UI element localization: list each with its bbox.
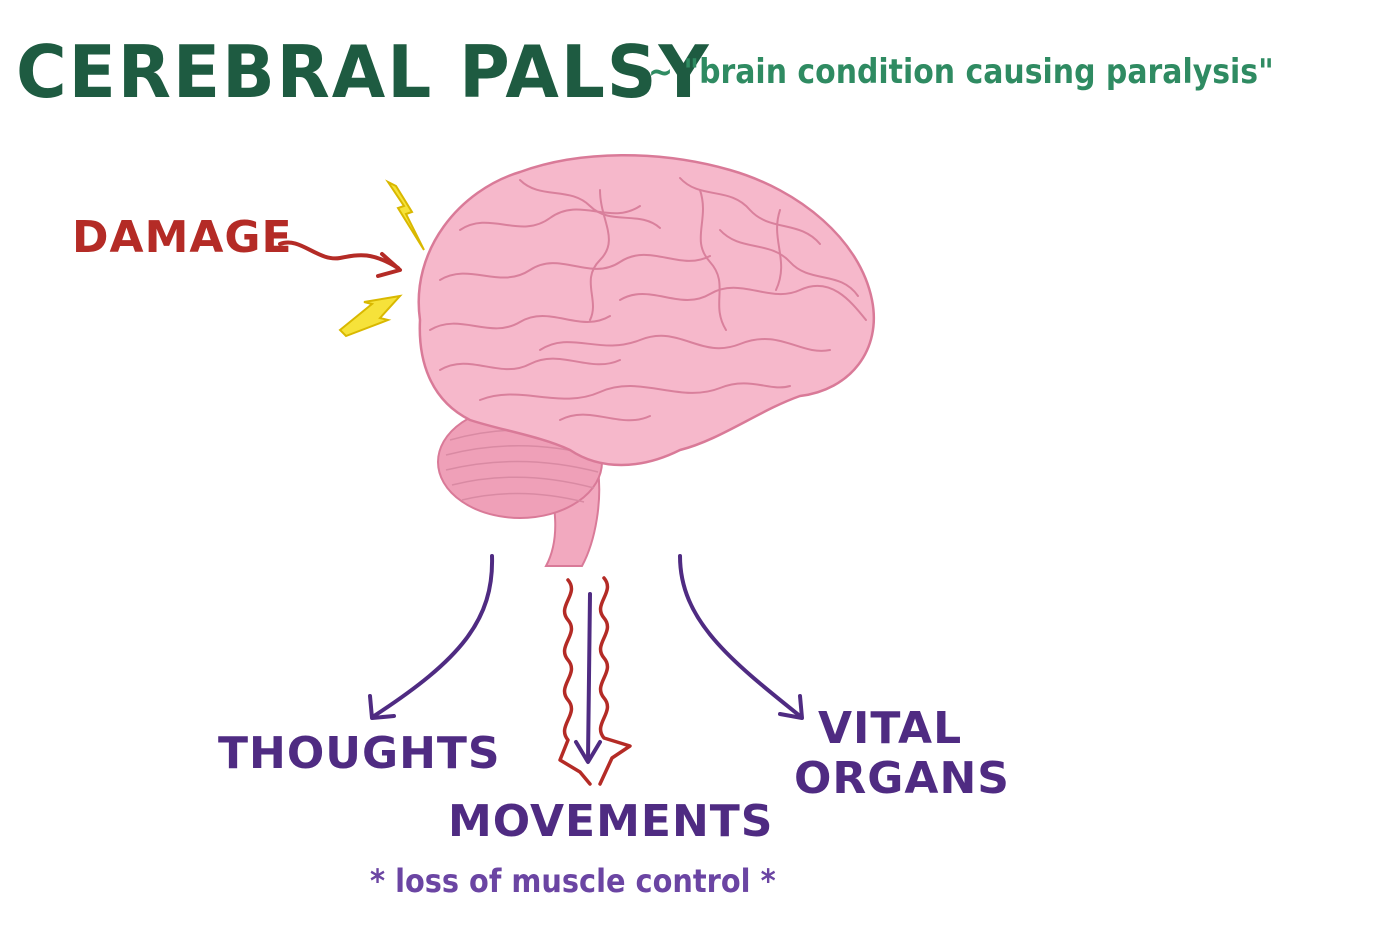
arrow-thoughts: [372, 554, 495, 718]
label-organs: ORGANS: [794, 753, 1010, 804]
arrow-movements: [586, 592, 592, 762]
arrow-vital-organs: [678, 554, 802, 718]
brain-illustration: [417, 154, 875, 567]
page-title: CEREBRAL PALSY: [16, 30, 711, 114]
label-movements: MOVEMENTS: [448, 796, 774, 847]
muscle-control-note: * loss of muscle control *: [370, 862, 776, 900]
lightning-bolt-upper-icon: [385, 179, 425, 251]
disruption-zigzag-right: [598, 576, 632, 786]
label-damage: DAMAGE: [72, 212, 293, 263]
label-thoughts: THOUGHTS: [218, 728, 501, 779]
label-vital: VITAL: [818, 703, 963, 754]
damage-arrow: [278, 240, 400, 270]
page-subtitle: ~ "brain condition causing paralysis": [648, 52, 1274, 92]
lightning-bolt-lower-icon: [338, 294, 403, 338]
disruption-zigzag-left: [558, 578, 592, 786]
